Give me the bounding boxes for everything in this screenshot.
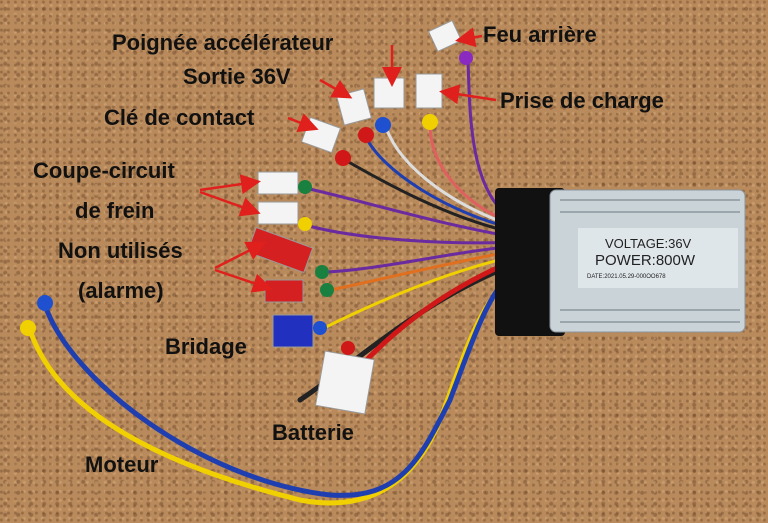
label-charge-port: Prise de charge xyxy=(500,88,664,113)
label-brake-cutoff-1: Coupe-circuit xyxy=(33,158,175,183)
label-throttle: Poignée accélérateur xyxy=(112,30,334,55)
label-output-36v: Sortie 36V xyxy=(183,64,291,89)
power-rating: POWER:800W xyxy=(595,252,696,269)
controller-box xyxy=(495,188,746,336)
pointer-arrows xyxy=(199,27,497,293)
voltage-rating: VOLTAGE:36V xyxy=(605,236,692,251)
label-rear-light: Feu arrière xyxy=(483,22,597,47)
label-motor: Moteur xyxy=(85,452,159,477)
wire-caps xyxy=(20,51,473,355)
label-unused-2: (alarme) xyxy=(78,278,164,303)
label-limiter: Bridage xyxy=(165,334,247,359)
label-brake-cutoff-2: de frein xyxy=(75,198,155,223)
label-unused-1: Non utilisés xyxy=(58,238,183,263)
label-key-switch: Clé de contact xyxy=(104,105,255,130)
manufacture-date: DATE:2021.05.29-000OO678 xyxy=(587,274,666,280)
label-battery: Batterie xyxy=(272,420,354,445)
